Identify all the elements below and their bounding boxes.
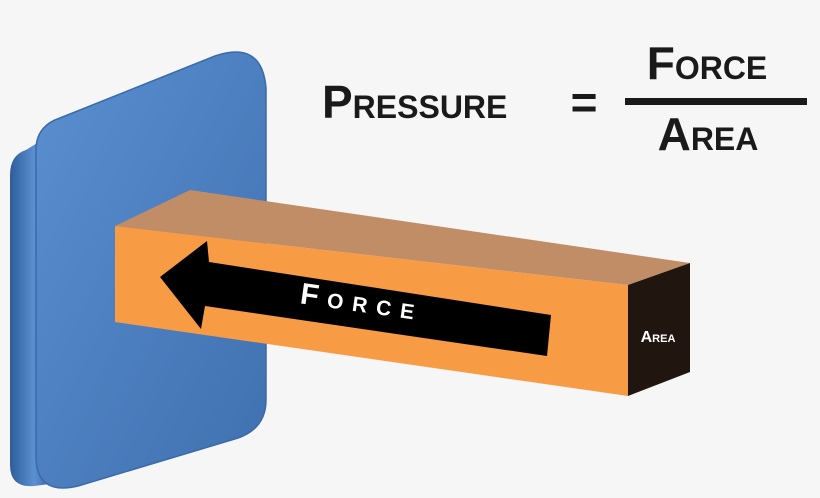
fraction-bar — [625, 98, 807, 105]
bar-top-face — [115, 190, 690, 285]
formula-denominator: Area — [658, 108, 759, 160]
area-label-end: Area — [641, 329, 676, 346]
formula-numerator: Force — [647, 37, 768, 89]
arrow-shape — [160, 241, 551, 356]
formula-equals: = — [571, 76, 598, 128]
formula: Pressure = Force Area — [322, 37, 807, 160]
bar-end-face — [628, 263, 690, 396]
formula-lhs: Pressure — [322, 76, 507, 128]
